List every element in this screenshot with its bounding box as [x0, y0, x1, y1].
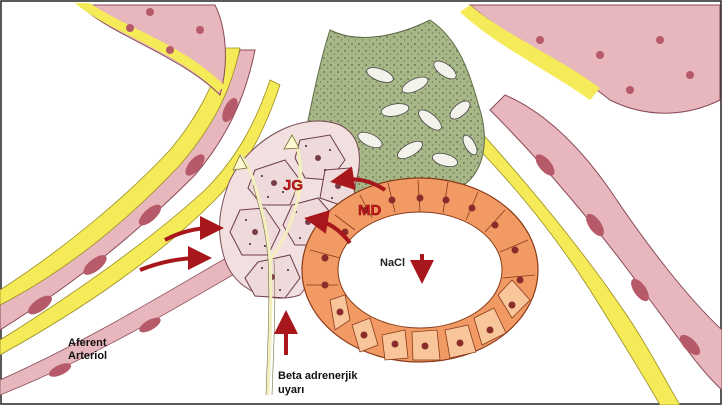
- afferent-arteriole-label-line2: Arteriol: [68, 350, 107, 362]
- md-label: MD: [358, 202, 381, 219]
- nacl-label: NaCl: [380, 257, 405, 269]
- beta-adrenergic-label-line2: uyarı: [278, 384, 304, 396]
- jg-label: JG: [283, 177, 303, 194]
- afferent-arteriole-label-line1: Aferent: [68, 337, 107, 349]
- beta-adrenergic-label-line1: Beta adrenerjik: [278, 370, 358, 382]
